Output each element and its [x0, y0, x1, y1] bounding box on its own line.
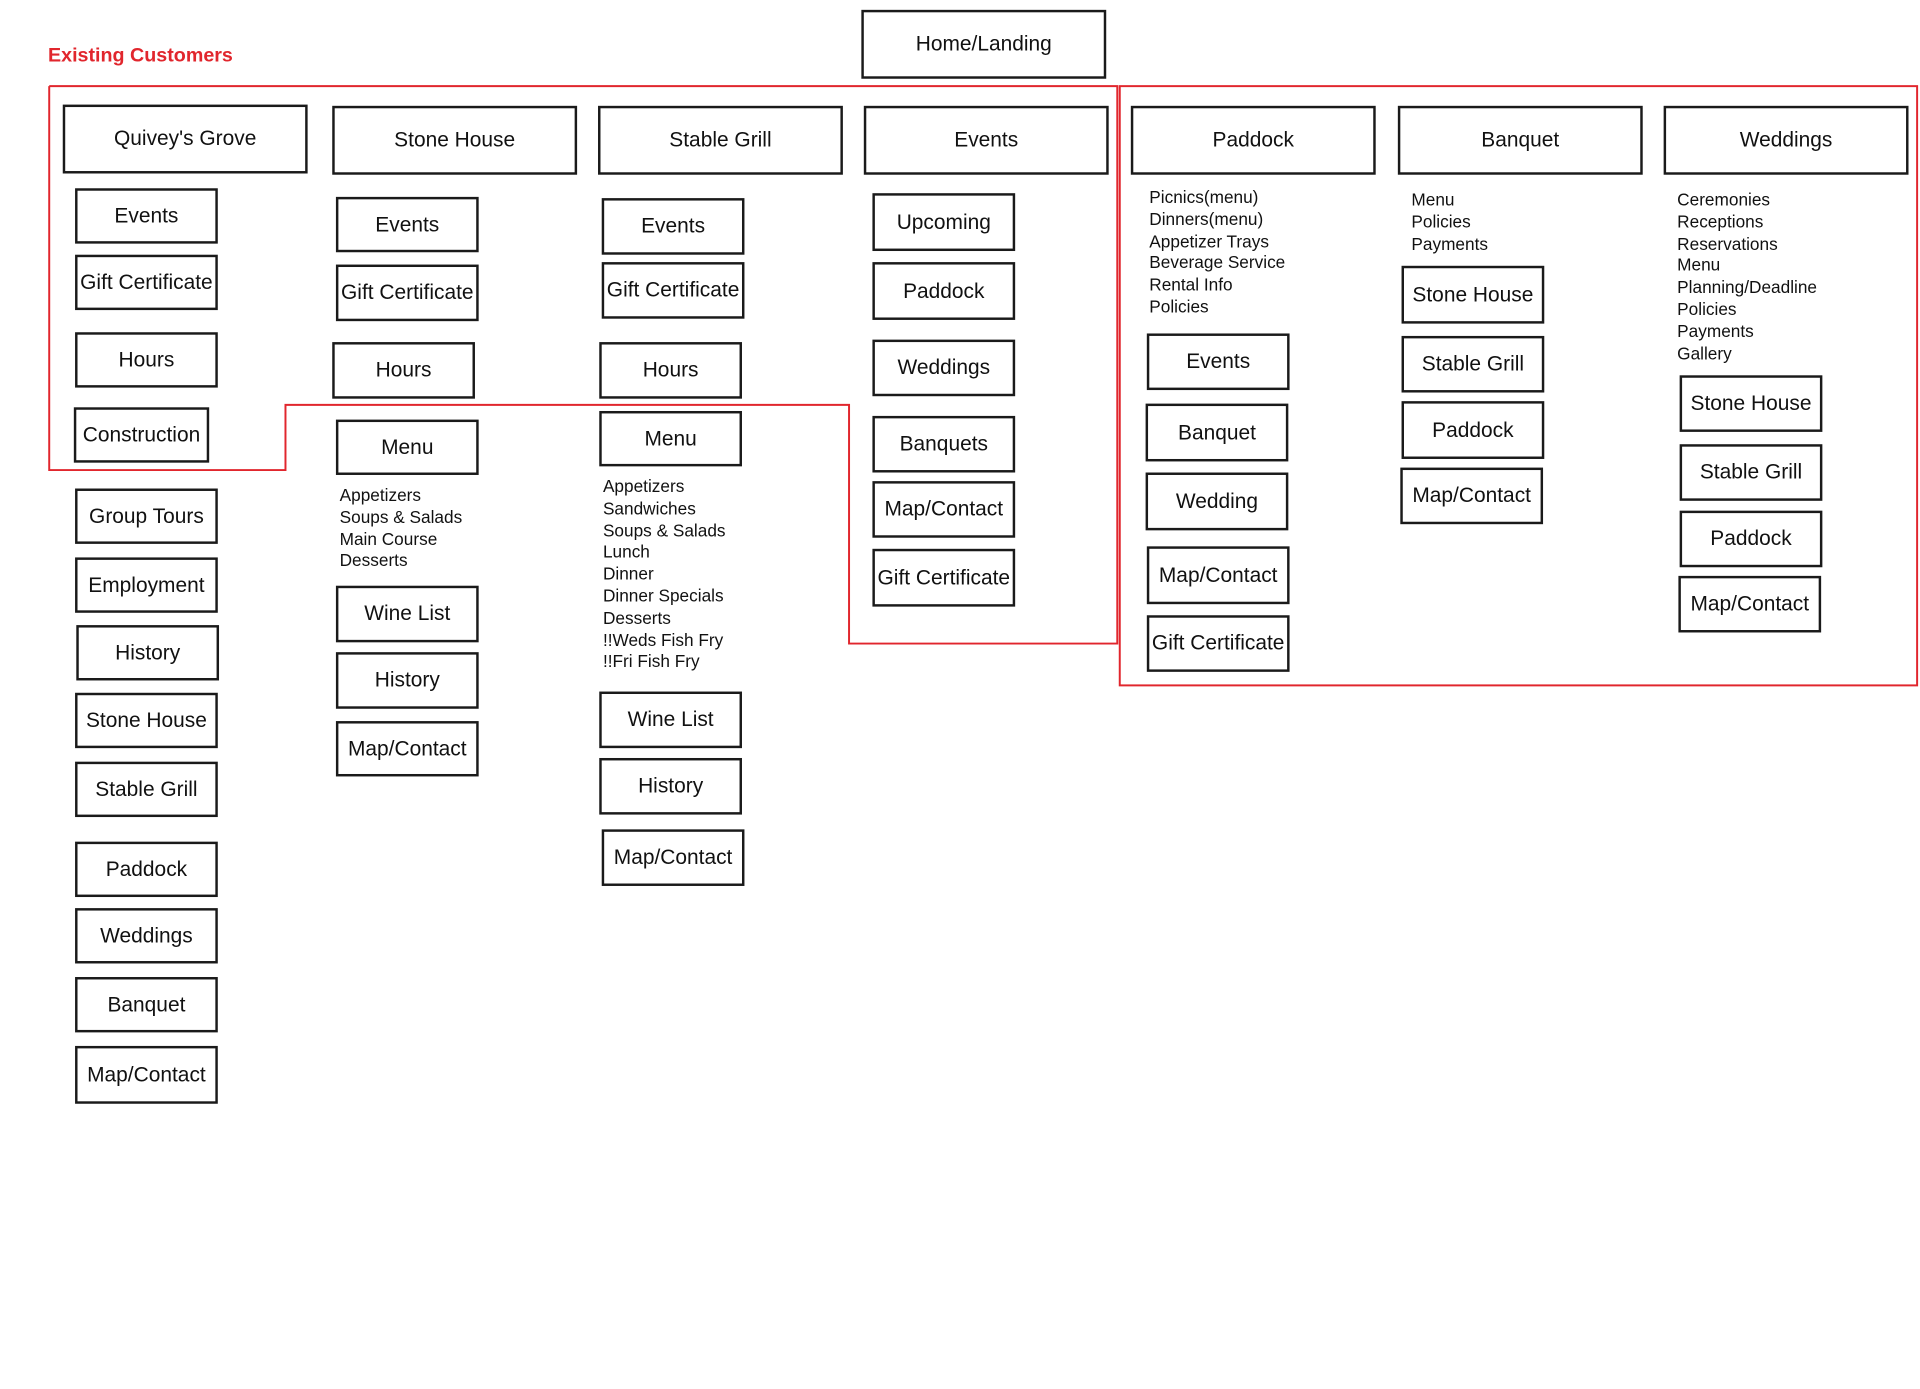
banquet-paddock-node[interactable]: Paddock	[1401, 401, 1545, 459]
info-item: Ceremonies	[1677, 189, 1771, 210]
weddings-paddock-node[interactable]: Paddock	[1679, 510, 1823, 568]
info-item: Payments	[1411, 233, 1488, 253]
events-banquets-node[interactable]: Banquets	[872, 415, 1016, 473]
menu-section: Desserts	[602, 607, 671, 628]
existing-customers-outline-right	[1118, 85, 1919, 687]
quiveys-history-node[interactable]: History	[76, 625, 220, 681]
weddings-map-contact-node[interactable]: Map/Contact	[1678, 575, 1822, 633]
menu-section: Lunch	[602, 541, 650, 562]
info-item: Gallery	[1677, 342, 1732, 363]
quiveys-grove-node[interactable]: Quivey's Grove	[62, 104, 308, 174]
events-upcoming-node[interactable]: Upcoming	[872, 193, 1016, 252]
paddock-node[interactable]: Paddock	[1130, 105, 1376, 175]
info-item: Appetizer Trays	[1149, 230, 1269, 251]
home-landing-node[interactable]: Home/Landing	[861, 9, 1107, 79]
weddings-stone-house-node[interactable]: Stone House	[1679, 375, 1823, 432]
quiveys-gift-certificate-node[interactable]: Gift Certificate	[75, 254, 218, 311]
existing-customers-outlines	[48, 85, 1919, 687]
quiveys-stable-grill-node[interactable]: Stable Grill	[75, 761, 218, 818]
stone-house-hours-node[interactable]: Hours	[332, 342, 475, 399]
events-map-contact-node[interactable]: Map/Contact	[872, 481, 1016, 538]
stable-grill-map-contact-node[interactable]: Map/Contact	[601, 829, 745, 886]
stone-house-menu-node[interactable]: Menu	[335, 419, 479, 475]
quiveys-employment-node[interactable]: Employment	[75, 557, 218, 613]
menu-section: Main Course	[339, 528, 438, 549]
menu-section: !!Fri Fish Fry	[602, 651, 700, 672]
events-node[interactable]: Events	[863, 105, 1109, 175]
stable-grill-history-node[interactable]: History	[599, 757, 742, 815]
banquet-info-list: Menu Policies Payments	[1411, 189, 1488, 255]
weddings-node[interactable]: Weddings	[1663, 105, 1909, 175]
menu-section: Desserts	[339, 550, 408, 571]
info-item: Policies	[1677, 298, 1737, 319]
menu-section: Sandwiches	[602, 498, 696, 518]
stable-grill-node[interactable]: Stable Grill	[598, 105, 843, 175]
menu-section: Dinner	[602, 563, 654, 584]
stable-grill-events-node[interactable]: Events	[601, 198, 745, 255]
quiveys-paddock-node[interactable]: Paddock	[75, 841, 218, 898]
stable-grill-menu-sections: Appetizers Sandwiches Soups & Salads Lun…	[603, 476, 726, 673]
weddings-info-list: Ceremonies Receptions Reservations Menu …	[1677, 189, 1817, 364]
info-item: Reservations	[1677, 233, 1778, 253]
stable-grill-hours-node[interactable]: Hours	[599, 342, 742, 399]
stone-house-wine-list-node[interactable]: Wine List	[335, 585, 479, 643]
weddings-stable-grill-node[interactable]: Stable Grill	[1679, 444, 1823, 501]
info-item: Dinners(menu)	[1149, 208, 1264, 229]
menu-section: Dinner Specials	[602, 585, 724, 606]
stone-house-node[interactable]: Stone House	[332, 105, 578, 175]
menu-section: Appetizers	[602, 476, 685, 496]
banquet-stable-grill-node[interactable]: Stable Grill	[1401, 335, 1545, 393]
banquet-stone-house-node[interactable]: Stone House	[1401, 265, 1545, 324]
stable-grill-wine-list-node[interactable]: Wine List	[599, 691, 742, 749]
events-gift-certificate-node[interactable]: Gift Certificate	[872, 548, 1016, 607]
paddock-map-contact-node[interactable]: Map/Contact	[1146, 546, 1290, 605]
info-item: Receptions	[1677, 211, 1764, 232]
menu-section: Soups & Salads	[602, 520, 726, 540]
existing-customers-legend: Existing Customers	[47, 45, 233, 67]
info-item: Rental Info	[1149, 274, 1233, 295]
quiveys-weddings-node[interactable]: Weddings	[75, 908, 218, 964]
menu-section: Appetizers	[339, 484, 422, 505]
quiveys-group-tours-node[interactable]: Group Tours	[75, 488, 218, 544]
quiveys-stone-house-node[interactable]: Stone House	[75, 692, 218, 749]
info-item: Policies	[1149, 296, 1209, 317]
banquet-node[interactable]: Banquet	[1397, 105, 1643, 175]
info-item: Payments	[1677, 320, 1754, 341]
stone-house-history-node[interactable]: History	[335, 652, 479, 709]
banquet-map-contact-node[interactable]: Map/Contact	[1400, 467, 1544, 525]
stone-house-menu-sections: Appetizers Soups & Salads Main Course De…	[340, 485, 463, 573]
paddock-wedding-node[interactable]: Wedding	[1145, 472, 1289, 531]
paddock-info-list: Picnics(menu) Dinners(menu) Appetizer Tr…	[1149, 187, 1285, 318]
stone-house-map-contact-node[interactable]: Map/Contact	[335, 721, 479, 777]
info-item: Planning/Deadline	[1677, 277, 1818, 297]
events-paddock-node[interactable]: Paddock	[872, 262, 1016, 320]
existing-customers-outline-left	[48, 85, 1119, 645]
menu-section: !!Weds Fish Fry	[602, 629, 724, 650]
info-item: Menu	[1677, 255, 1721, 275]
info-item: Policies	[1411, 211, 1471, 232]
quiveys-banquet-node[interactable]: Banquet	[75, 977, 218, 1033]
stable-grill-gift-certificate-node[interactable]: Gift Certificate	[601, 262, 745, 319]
info-item: Beverage Service	[1149, 252, 1286, 273]
stone-house-events-node[interactable]: Events	[335, 196, 479, 253]
info-item: Picnics(menu)	[1149, 187, 1259, 207]
stone-house-gift-certificate-node[interactable]: Gift Certificate	[335, 264, 479, 322]
quiveys-hours-node[interactable]: Hours	[75, 332, 218, 388]
paddock-banquet-node[interactable]: Banquet	[1145, 403, 1289, 462]
menu-section: Soups & Salads	[339, 506, 463, 527]
info-item: Menu	[1411, 189, 1455, 210]
events-weddings-node[interactable]: Weddings	[872, 339, 1016, 397]
quiveys-events-node[interactable]: Events	[75, 188, 218, 244]
paddock-gift-certificate-node[interactable]: Gift Certificate	[1146, 615, 1290, 672]
paddock-events-node[interactable]: Events	[1146, 333, 1290, 391]
quiveys-construction-node[interactable]: Construction	[73, 407, 210, 463]
quiveys-map-contact-node[interactable]: Map/Contact	[75, 1045, 218, 1104]
stable-grill-menu-node[interactable]: Menu	[599, 410, 742, 467]
